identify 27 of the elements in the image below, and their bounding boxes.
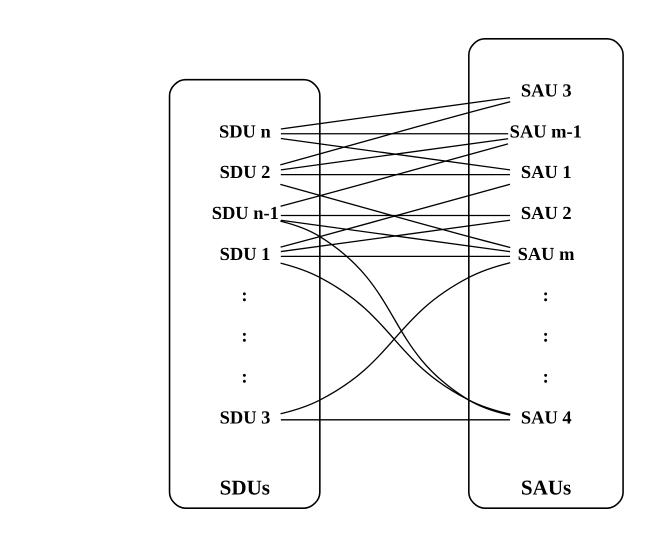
label: : [542, 366, 549, 387]
connector [280, 96, 510, 130]
node-text: SAU 4 [520, 407, 572, 428]
node-text: SDU 2 [220, 162, 270, 182]
connector [280, 214, 510, 216]
connector [280, 143, 508, 207]
node-text: SDU n [218, 121, 271, 142]
connector [280, 419, 510, 420]
label: : [241, 284, 248, 305]
label: : [241, 326, 248, 346]
label: : [542, 284, 549, 305]
connector [280, 174, 510, 176]
label: : [542, 326, 549, 346]
node-text: SAU m [518, 244, 574, 264]
node-text: SAU m-1 [510, 121, 582, 142]
node-text: SDU n-1 [212, 203, 279, 224]
node-text: SAU 3 [520, 80, 572, 100]
node-text: SAU 1 [520, 162, 572, 182]
node-text: SAU 2 [520, 203, 572, 224]
connector [280, 220, 510, 416]
connector [280, 220, 510, 252]
node-text: SDU 3 [220, 407, 270, 428]
node-text: SDU 1 [220, 244, 270, 264]
connector [280, 133, 508, 134]
connector [280, 256, 510, 258]
connector [280, 101, 510, 166]
label: : [241, 366, 248, 387]
